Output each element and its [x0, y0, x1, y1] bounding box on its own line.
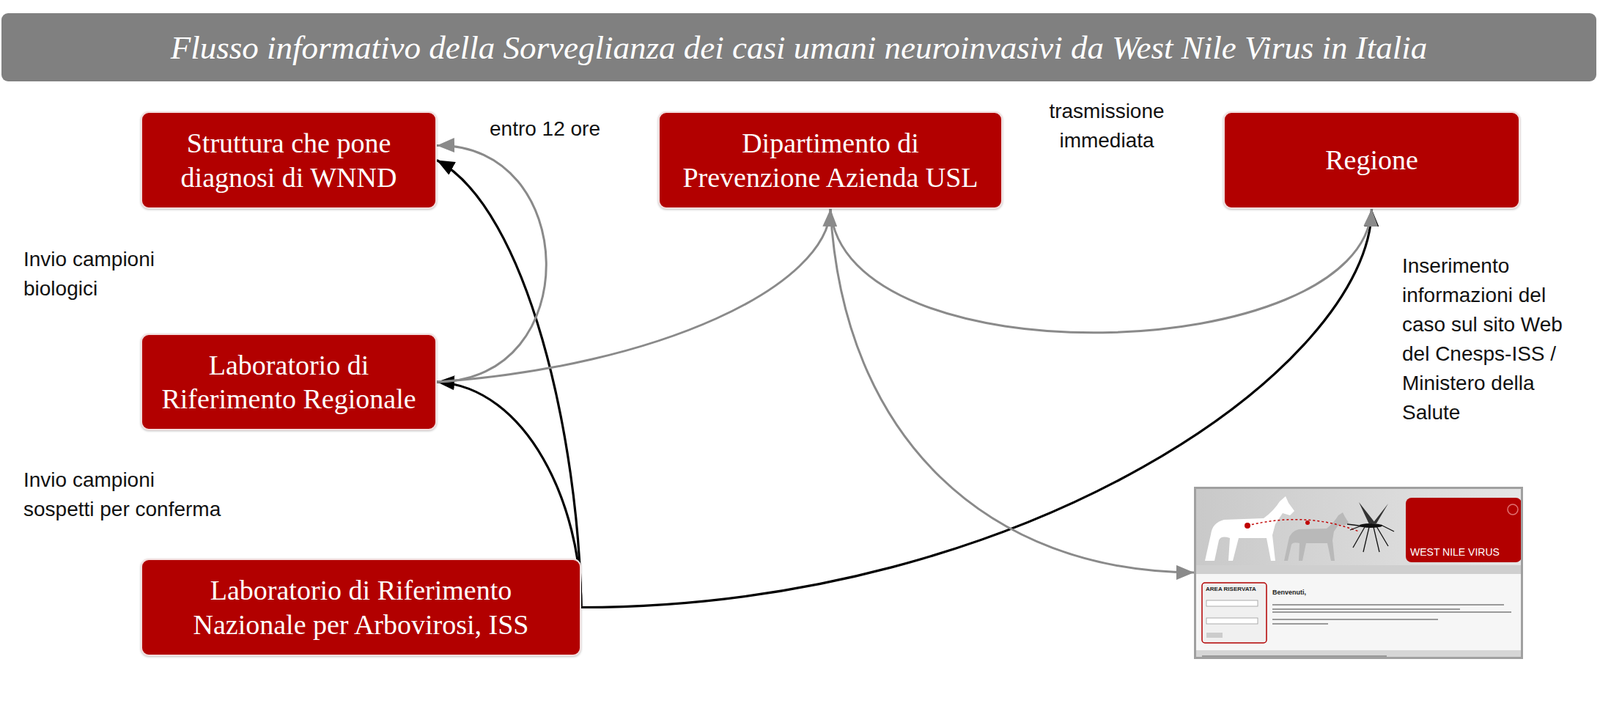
- footer-text-line: [1202, 655, 1387, 657]
- footer-bar: [1196, 650, 1524, 659]
- flow-arrow: [830, 208, 1373, 333]
- logo-mark: [1507, 504, 1518, 515]
- logo-panel: [1405, 497, 1522, 563]
- process-box: Laboratorio di Riferimento Regionale: [140, 333, 437, 431]
- horse-shadow: [1284, 512, 1349, 561]
- website-screenshot: WEST NILE VIRUS AREA RISERVATA Benvenuti,: [1193, 486, 1524, 659]
- input-field: [1206, 600, 1258, 607]
- bite-dot: [1244, 522, 1251, 529]
- title-text: Flusso informativo della Sorveglianza de…: [170, 28, 1428, 67]
- box-text-stack: Laboratorio di Riferimento Regionale: [153, 348, 424, 417]
- box-label: Laboratorio di Riferimento Regionale: [153, 348, 424, 417]
- panel-heading: AREA RISERVATA: [1205, 585, 1257, 593]
- box-text-stack: Dipartimento di Prevenzione Azienda USL: [671, 126, 990, 195]
- process-box: Laboratorio di Riferimento Nazionale per…: [140, 558, 582, 656]
- login-panel: [1202, 582, 1267, 643]
- flow-arrow: [436, 160, 582, 608]
- box-label: Dipartimento di Prevenzione Azienda USL: [671, 126, 990, 195]
- transmission-line: [1247, 518, 1359, 531]
- flow-arrow: [436, 145, 547, 382]
- flow-note: Invio campioni biologici: [23, 244, 185, 304]
- box-label: Struttura che pone diagnosi di WNND: [153, 126, 424, 195]
- horse-silhouette: [1204, 496, 1295, 561]
- screenshot-illustration: [1196, 488, 1524, 659]
- input-field: [1206, 617, 1258, 624]
- menu-bar: [1196, 565, 1524, 574]
- box-label: Laboratorio di Riferimento Nazionale per…: [153, 573, 569, 642]
- bite-dot: [1305, 520, 1310, 525]
- mosquito-legs: [1347, 524, 1395, 552]
- mosquito-wings: [1358, 502, 1389, 525]
- banner: [1196, 488, 1524, 566]
- timing-note: trasmissione immediata: [1033, 96, 1181, 156]
- flow-arrow: [436, 208, 831, 382]
- box-text-stack: Laboratorio di Riferimento Nazionale per…: [153, 573, 569, 642]
- welcome-text: Benvenuti,: [1272, 588, 1307, 596]
- flow-note: Invio campioni sospetti per conferma: [23, 465, 222, 525]
- flow-arrow: [830, 208, 1194, 573]
- box-label: Regione: [1236, 142, 1507, 177]
- logo-text: WEST NILE VIRUS: [1410, 546, 1500, 558]
- text-lines: [1272, 604, 1512, 624]
- box-text-stack: Struttura che pone diagnosi di WNND: [153, 126, 424, 195]
- flow-note: Inserimento informazioni del caso sul si…: [1402, 251, 1579, 428]
- process-box: Dipartimento di Prevenzione Azienda USL: [658, 111, 1003, 209]
- process-box: Regione: [1223, 111, 1521, 209]
- timing-note: entro 12 ore: [489, 114, 637, 144]
- title-band: Flusso informativo della Sorveglianza de…: [1, 13, 1597, 82]
- login-button: [1206, 632, 1223, 638]
- process-box: Struttura che pone diagnosi di WNND: [140, 111, 437, 209]
- box-text-stack: Regione: [1236, 142, 1507, 177]
- mosquito-body: [1358, 523, 1383, 528]
